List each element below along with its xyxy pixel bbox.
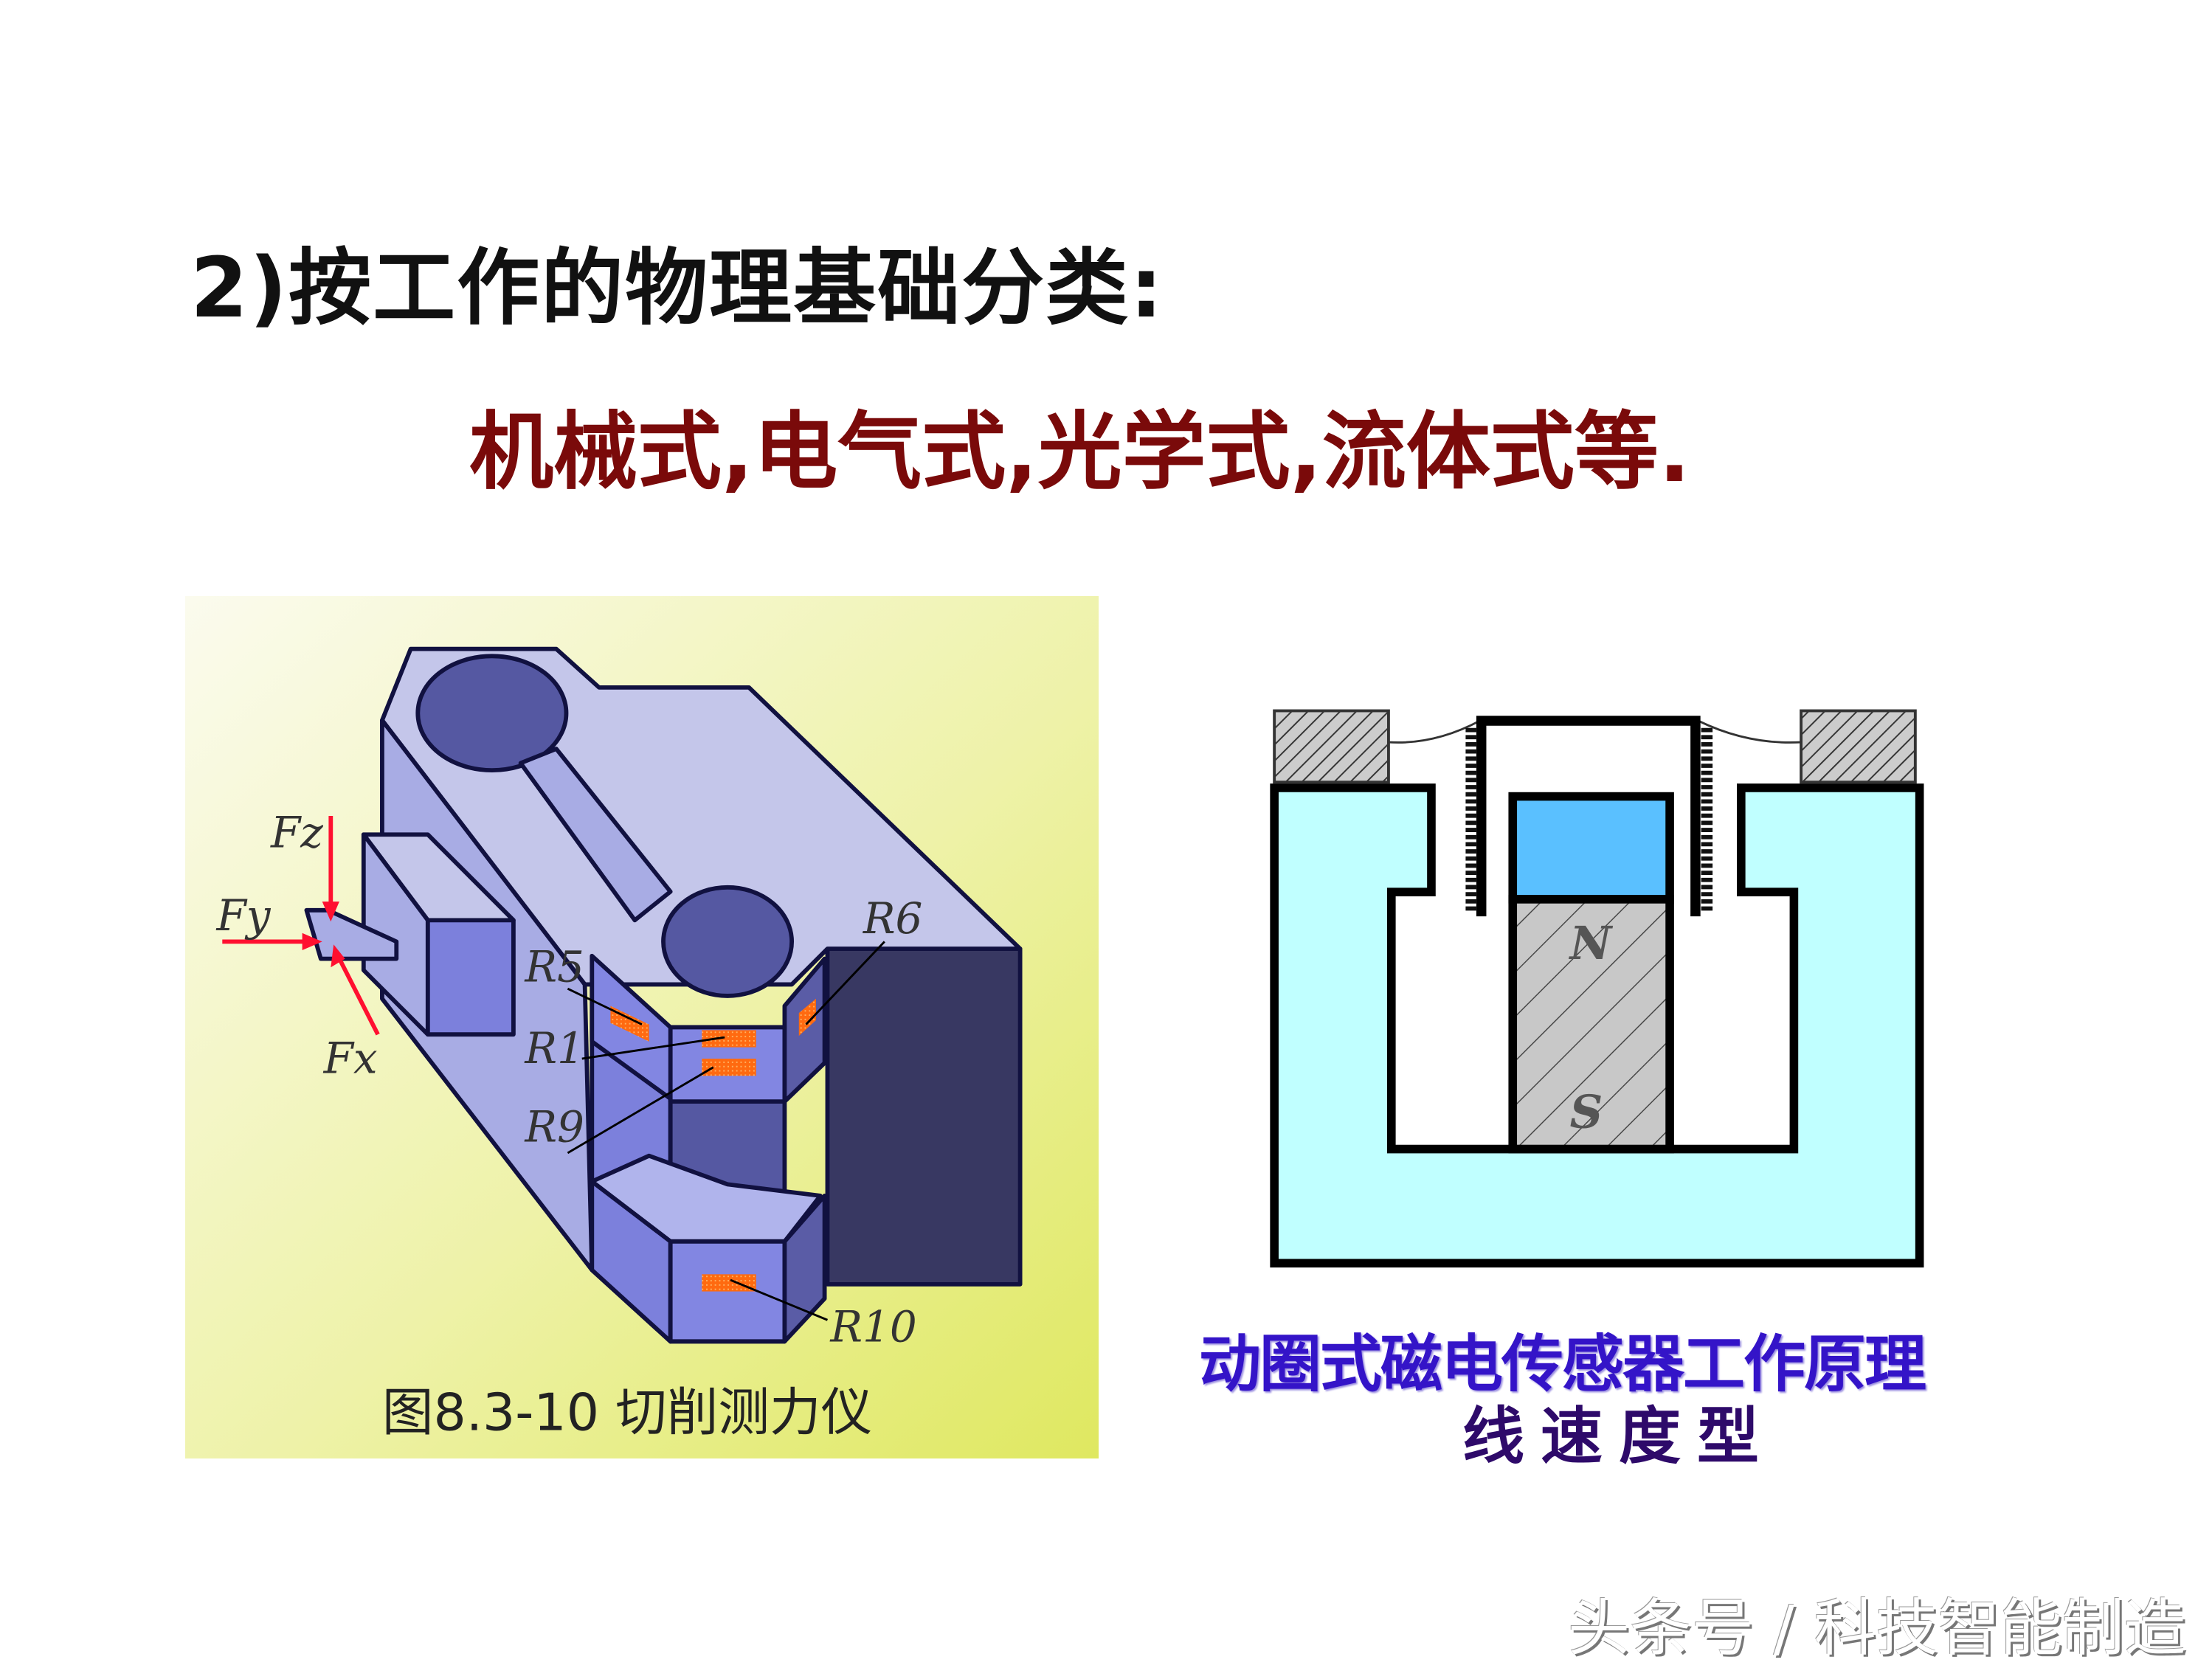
- label-r6: R6: [863, 893, 923, 944]
- leader-lines: [567, 941, 885, 1321]
- cutting-dynamometer-figure: Fz Fy Fx R5 R1 R9 R6 R10 图8.3-10 切削测力仪: [185, 596, 1099, 1458]
- magnetic-yoke: [1270, 783, 1924, 1268]
- label-fy: Fy: [216, 890, 272, 941]
- pole-s-label: S: [1570, 1084, 1603, 1138]
- figure-left-caption: 图8.3-10 切削测力仪: [382, 1382, 872, 1442]
- spring-wires: [1388, 719, 1802, 744]
- coil-frame: [1476, 716, 1701, 917]
- pole-n-label: N: [1569, 916, 1614, 970]
- figure-right-subcaption: 线速度型: [1462, 1400, 1776, 1473]
- figure-right-caption: 动圈式磁电传感器工作原理: [1199, 1328, 1926, 1400]
- strain-gauges: [610, 998, 816, 1292]
- support-block-right: [1800, 709, 1917, 784]
- magnet-top: [1508, 792, 1674, 904]
- permanent-magnet: [1508, 895, 1674, 1154]
- coil-windings: [1465, 727, 1713, 914]
- force-arrows: [222, 816, 380, 1036]
- label-r10: R10: [829, 1301, 917, 1352]
- label-r1: R1: [524, 1023, 584, 1073]
- label-fx: Fx: [323, 1033, 378, 1083]
- slide-title: 2)按工作的物理基础分类:: [190, 240, 1164, 336]
- watermark: 头条号 / 科技智能制造: [1568, 1592, 2186, 1664]
- label-r5: R5: [524, 942, 584, 992]
- moving-coil-sensor-figure: N S: [1270, 709, 1924, 1268]
- dynamometer-body: [304, 646, 1023, 1344]
- label-fz: Fz: [270, 808, 323, 858]
- label-r9: R9: [524, 1101, 584, 1152]
- support-block-left: [1273, 709, 1390, 784]
- slide-subtitle: 机械式,电气式,光学式,流体式等.: [469, 403, 1691, 501]
